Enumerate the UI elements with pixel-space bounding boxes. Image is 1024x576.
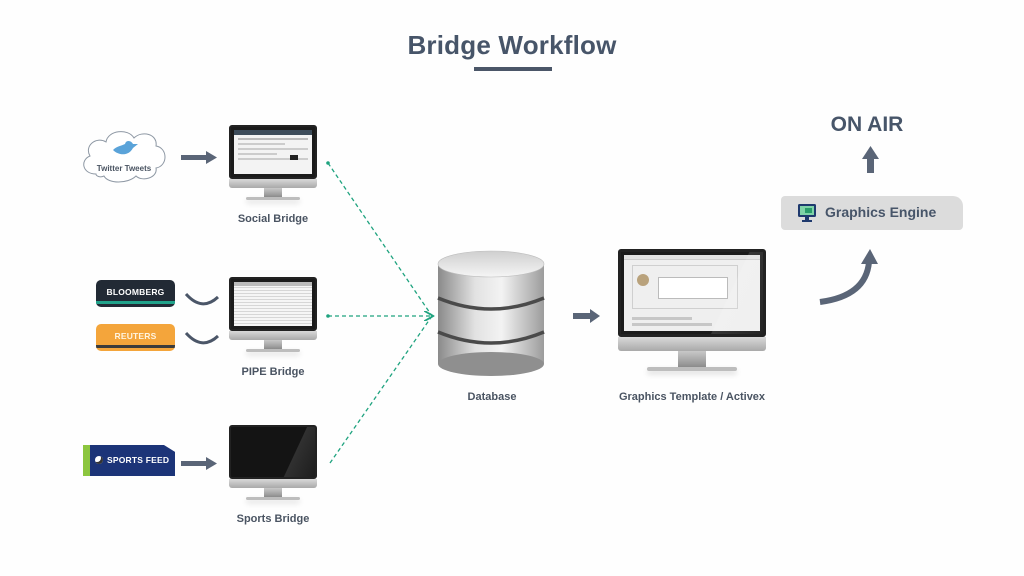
dashed-connector-sports (329, 315, 433, 464)
database-label: Database (467, 391, 517, 403)
blank-screen (229, 425, 317, 479)
arrow-engine-to-onair (862, 146, 879, 173)
arrow-db-to-template (573, 309, 600, 323)
bloomberg-label: BLOOMBERG (106, 287, 165, 297)
arrow-twitter-to-social (181, 151, 217, 164)
sports-bridge-label: Sports Bridge (236, 513, 310, 525)
curved-arrow-to-engine (819, 249, 878, 305)
title-underline (474, 67, 552, 71)
data-table-screen (229, 277, 317, 331)
sports-bridge-monitor (227, 425, 319, 500)
dashed-connector-pipe (326, 314, 432, 318)
curved-arrow-bloomberg (184, 292, 220, 306)
bird-icon (113, 141, 138, 155)
reuters-label: REUTERS (114, 331, 157, 341)
graphics-template-label: Graphics Template / Activex (618, 391, 766, 403)
template-form-screen (618, 249, 766, 337)
on-air-label: ON AIR (830, 113, 904, 136)
twitter-label: Twitter Tweets (96, 164, 152, 173)
graphics-template-monitor (617, 249, 767, 371)
pipe-bridge-monitor (227, 277, 319, 352)
diagram-title: Bridge Workflow (407, 30, 617, 60)
sports-feed-source: SPORTS FEED (83, 445, 175, 476)
dashed-connector-social (326, 161, 433, 317)
sports-feed-label: SPORTS FEED (107, 455, 170, 465)
monitor-icon (798, 204, 816, 222)
graphics-engine-box: Graphics Engine (781, 196, 963, 230)
soccer-ball-icon (95, 456, 103, 464)
social-feed-screen (229, 125, 317, 179)
twitter-source: Twitter Tweets (78, 126, 170, 186)
social-bridge-monitor (227, 125, 319, 200)
sports-feed-accent-bar (83, 445, 90, 476)
social-bridge-label: Social Bridge (237, 213, 309, 225)
curved-arrow-reuters (184, 331, 220, 345)
cloud-icon (83, 131, 166, 183)
reuters-source: REUTERS (96, 324, 175, 351)
arrow-sports-to-bridge (181, 457, 217, 470)
graphics-engine-label: Graphics Engine (825, 204, 937, 220)
bloomberg-source: BLOOMBERG (96, 280, 175, 307)
pipe-bridge-label: PIPE Bridge (241, 366, 305, 378)
database-icon (437, 250, 545, 376)
